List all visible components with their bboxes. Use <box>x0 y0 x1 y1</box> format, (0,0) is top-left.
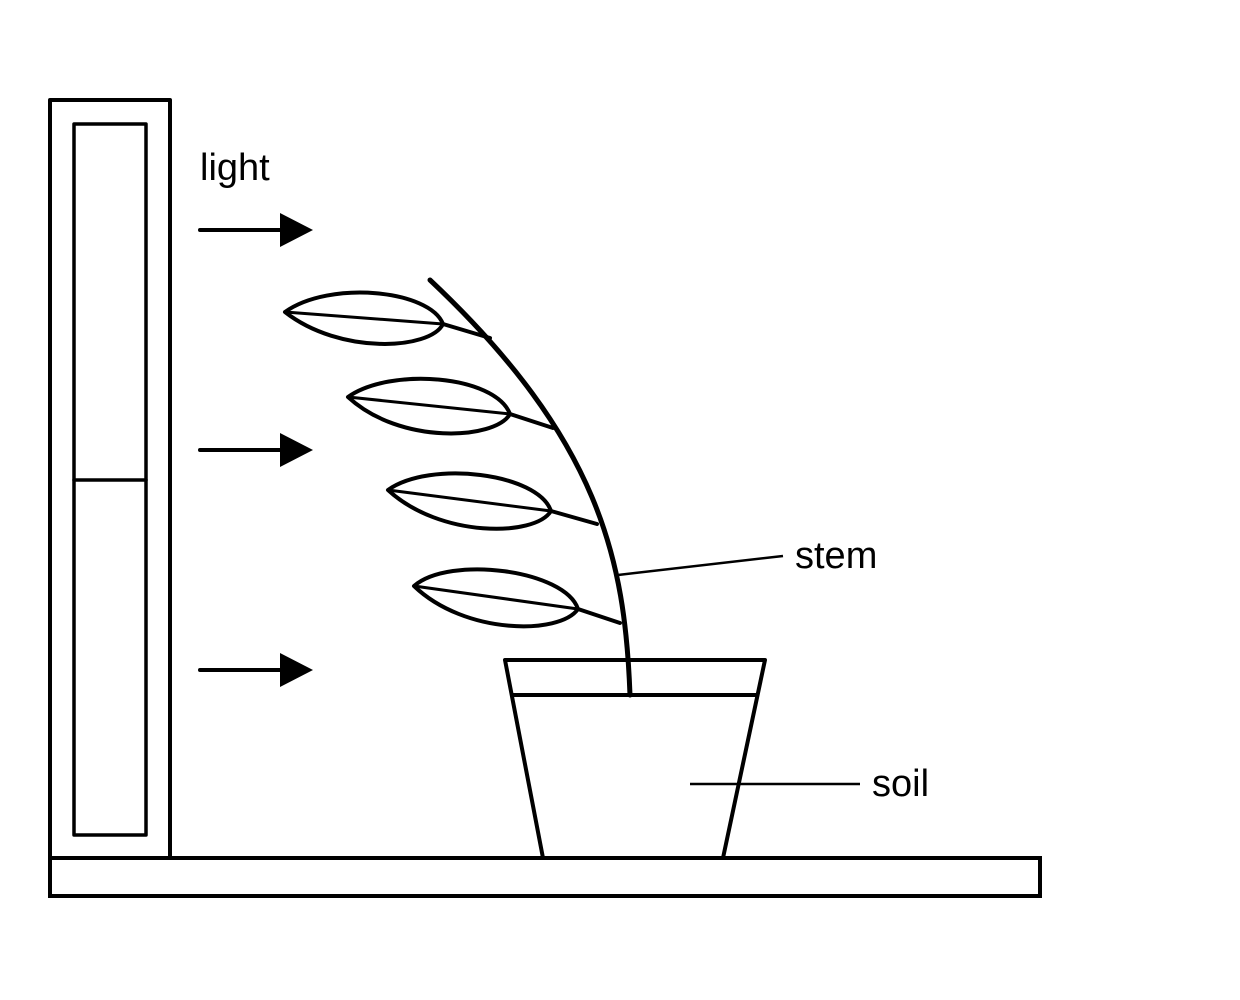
leaf <box>412 567 622 629</box>
leaf <box>283 290 492 346</box>
pot <box>503 658 767 860</box>
leaf <box>386 471 599 531</box>
soil-label: soil <box>872 763 929 805</box>
stem-leader-line <box>617 554 784 577</box>
window <box>48 98 172 860</box>
plant-stem <box>427 277 633 698</box>
light-arrow <box>198 433 313 467</box>
light-arrow <box>198 213 313 247</box>
light-arrow <box>198 653 313 687</box>
stem-label: stem <box>795 535 877 577</box>
light-label: light <box>200 147 270 189</box>
shelf <box>48 856 1042 898</box>
pot-outline <box>503 658 767 860</box>
leaves <box>283 290 622 629</box>
light-arrows <box>198 213 313 687</box>
leaf <box>346 376 555 436</box>
